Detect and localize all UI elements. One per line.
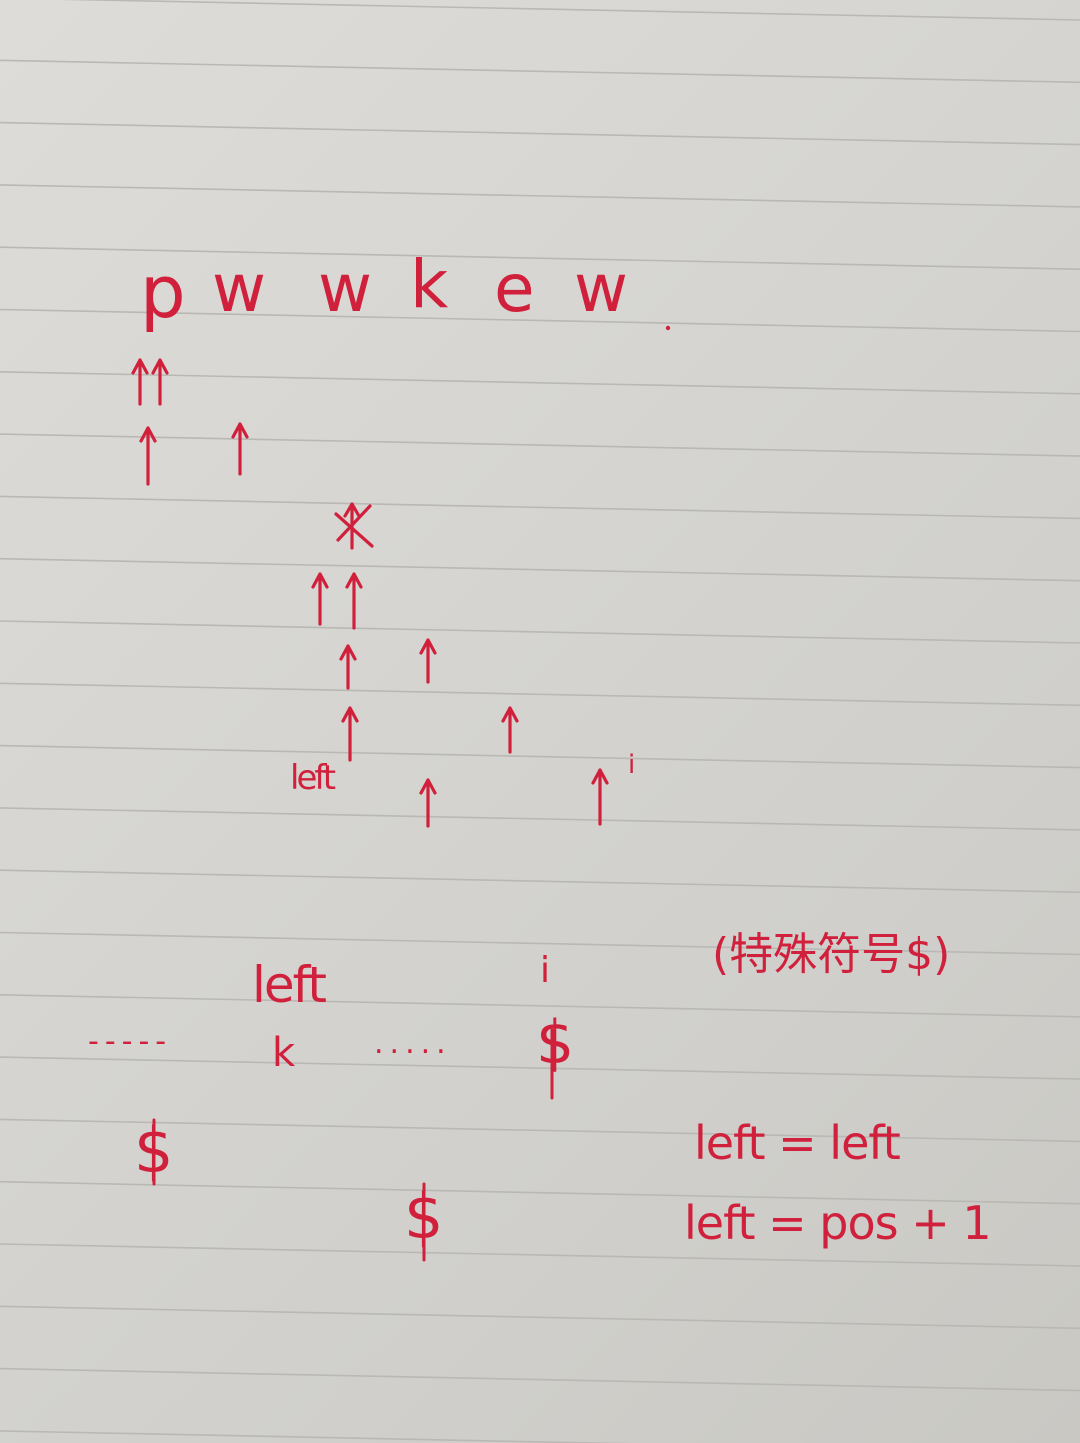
up-arrow-icon (345, 572, 363, 630)
up-arrow-icon (591, 768, 609, 826)
rule-line (0, 495, 1080, 520)
rule-line (0, 308, 1080, 333)
i-label-upper: i (628, 750, 636, 780)
k-char: k (272, 1030, 296, 1076)
rule-line (0, 744, 1080, 769)
rule-line (0, 371, 1080, 395)
rule-line (0, 184, 1080, 208)
letter-w-3: w (574, 250, 628, 327)
dollar-upper-right: $ (536, 1008, 575, 1078)
rule-line (0, 994, 1080, 1018)
letter-w-2: w (318, 250, 372, 327)
dollar-bottom: $ (404, 1180, 444, 1253)
formula-left-eq-pos-plus-1: left = pos + 1 (684, 1196, 992, 1250)
rule-line (0, 121, 1080, 146)
cross-mark-icon (334, 504, 374, 548)
rule-line (58, 0, 1080, 21)
rule-line (0, 1430, 634, 1443)
up-arrow-icon (131, 358, 149, 406)
formula-left-eq-left: left = left (694, 1116, 901, 1170)
rule-line (0, 557, 1080, 582)
rule-line (0, 1305, 1080, 1330)
up-arrow-icon (501, 706, 519, 754)
letter-k: k (410, 246, 449, 323)
up-arrow-icon (151, 358, 169, 406)
rule-line (0, 869, 1080, 893)
rule-line (0, 931, 1080, 956)
up-arrow-icon (341, 706, 359, 762)
rule-line (0, 59, 1080, 84)
letter-e: e (494, 250, 535, 327)
rule-line (0, 682, 1080, 707)
dots-right: ..... (374, 1026, 452, 1061)
up-arrow-icon (419, 778, 437, 828)
rule-line (0, 1243, 1080, 1267)
rule-line (0, 620, 1080, 644)
up-arrow-icon (139, 426, 157, 486)
rule-line (0, 1118, 1080, 1143)
dots-left: ----- (88, 1024, 173, 1059)
rule-line (0, 807, 1080, 831)
up-arrow-icon (419, 638, 437, 684)
i-label-lower: i (540, 950, 551, 991)
letter-w-1: w (212, 250, 266, 327)
rule-line (0, 246, 1080, 270)
ink-dot (665, 325, 671, 331)
left-label-lower: left (252, 956, 327, 1014)
rule-line (0, 433, 1080, 457)
special-symbol-note: (特殊符号$) (712, 929, 951, 980)
dollar-left: $ (134, 1114, 174, 1187)
rule-line (0, 1180, 1080, 1205)
rule-line (0, 1367, 1080, 1392)
letter-p: p (140, 250, 186, 334)
up-arrow-icon (339, 644, 357, 690)
up-arrow-icon (231, 422, 249, 476)
rule-line (0, 1056, 1080, 1080)
left-label-upper: left (290, 758, 336, 798)
up-arrow-icon (311, 572, 329, 626)
